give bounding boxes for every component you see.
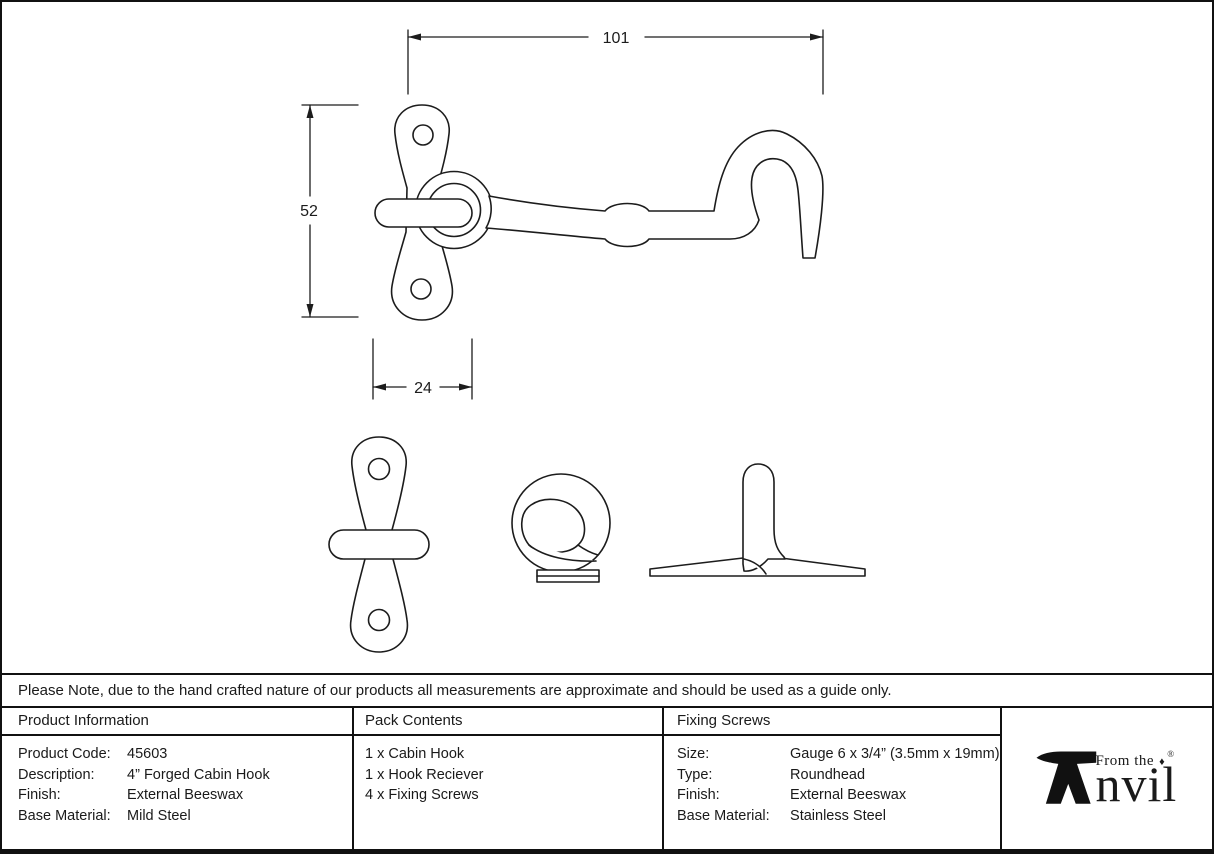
brand-logo-cell: From the♦® nvil bbox=[1002, 708, 1212, 849]
spec-value: Mild Steel bbox=[127, 807, 191, 824]
pack-item: 1 x Hook Reciever bbox=[365, 766, 484, 783]
fixing-screws-header: Fixing Screws bbox=[664, 708, 1000, 736]
side-view bbox=[649, 463, 866, 577]
note-text: Please Note, due to the hand crafted nat… bbox=[18, 682, 892, 699]
main-view bbox=[374, 104, 824, 321]
logo-word-nvil: nvil bbox=[1095, 756, 1178, 812]
spec-value: 45603 bbox=[127, 746, 168, 762]
screw-hole-bottom bbox=[410, 278, 432, 300]
front-hole-bottom bbox=[367, 608, 391, 632]
product-information-header: Product Information bbox=[2, 708, 352, 736]
pack-contents-body: 1 x Cabin Hook 1 x Hook Reciever 4 x Fix… bbox=[354, 736, 662, 806]
product-information-column: Product Information Product Code: 45603 … bbox=[2, 708, 354, 849]
fixing-screws-column: Fixing Screws Size: Gauge 6 x 3/4” (3.5m… bbox=[664, 708, 1002, 849]
spec-row: Finish: External Beeswax bbox=[677, 785, 1000, 806]
from-the-anvil-logo: From the♦® nvil bbox=[1035, 749, 1178, 812]
info-table: Product Information Product Code: 45603 … bbox=[2, 706, 1212, 849]
dimension-length: 101 bbox=[407, 29, 824, 95]
spec-value: Gauge 6 x 3/4” (3.5mm x 19mm) bbox=[790, 746, 1000, 762]
dim-height-label: 52 bbox=[300, 203, 318, 220]
spec-row: Product Code: 45603 bbox=[18, 744, 352, 765]
spec-label: Finish: bbox=[18, 787, 61, 804]
dim-length-label: 101 bbox=[603, 30, 630, 47]
spec-row: Size: Gauge 6 x 3/4” (3.5mm x 19mm) bbox=[677, 744, 1000, 765]
dimension-height: 52 bbox=[300, 104, 359, 318]
fixing-screws-body: Size: Gauge 6 x 3/4” (3.5mm x 19mm) Type… bbox=[664, 736, 1000, 826]
spec-value: Roundhead bbox=[790, 766, 866, 783]
spec-row: Type: Roundhead bbox=[677, 765, 1000, 786]
registered-mark: ® bbox=[1167, 749, 1175, 759]
spec-value: Stainless Steel bbox=[790, 807, 886, 824]
spec-label: Base Material: bbox=[677, 807, 770, 824]
plate-front-view bbox=[328, 436, 430, 653]
front-hole-top bbox=[367, 457, 391, 481]
screw-hole-top bbox=[412, 124, 434, 146]
toggle-pin bbox=[374, 198, 473, 228]
spec-label: Product Code: bbox=[18, 746, 111, 762]
dim-width-label: 24 bbox=[414, 380, 432, 397]
spec-label: Base Material: bbox=[18, 807, 111, 824]
spec-row: Base Material: Mild Steel bbox=[18, 806, 352, 827]
drawing-svg: 101 52 24 bbox=[300, 29, 866, 653]
receiver-front-view bbox=[511, 473, 611, 583]
note-row: Please Note, due to the hand crafted nat… bbox=[2, 673, 1212, 706]
pack-item: 1 x Cabin Hook bbox=[365, 746, 465, 762]
spec-value: External Beeswax bbox=[127, 787, 244, 804]
pack-contents-header: Pack Contents bbox=[354, 708, 662, 736]
spec-row: Finish: External Beeswax bbox=[18, 785, 352, 806]
receiver-loop bbox=[520, 498, 586, 554]
diamond-icon: ♦ bbox=[1159, 756, 1166, 768]
logo-from-the: From the♦® bbox=[1095, 749, 1175, 769]
spec-label: Description: bbox=[18, 766, 95, 783]
dimension-width: 24 bbox=[372, 338, 473, 400]
technical-drawing: 101 52 24 bbox=[2, 2, 1212, 673]
anvil-icon bbox=[1036, 751, 1097, 804]
spec-value: 4” Forged Cabin Hook bbox=[127, 766, 270, 783]
side-arm bbox=[742, 463, 786, 572]
spec-row: Description: 4” Forged Cabin Hook bbox=[18, 765, 352, 786]
pack-item: 4 x Fixing Screws bbox=[365, 787, 479, 804]
spec-value: External Beeswax bbox=[790, 787, 907, 804]
spec-label: Size: bbox=[677, 746, 710, 762]
spec-row: Base Material: Stainless Steel bbox=[677, 806, 1000, 827]
front-toggle-pin bbox=[328, 529, 430, 560]
product-information-body: Product Code: 45603 Description: 4” Forg… bbox=[2, 736, 352, 826]
spec-label: Finish: bbox=[677, 787, 720, 804]
hook-outline bbox=[485, 129, 824, 259]
pack-contents-column: Pack Contents 1 x Cabin Hook 1 x Hook Re… bbox=[354, 708, 664, 849]
spec-label: Type: bbox=[677, 766, 713, 783]
